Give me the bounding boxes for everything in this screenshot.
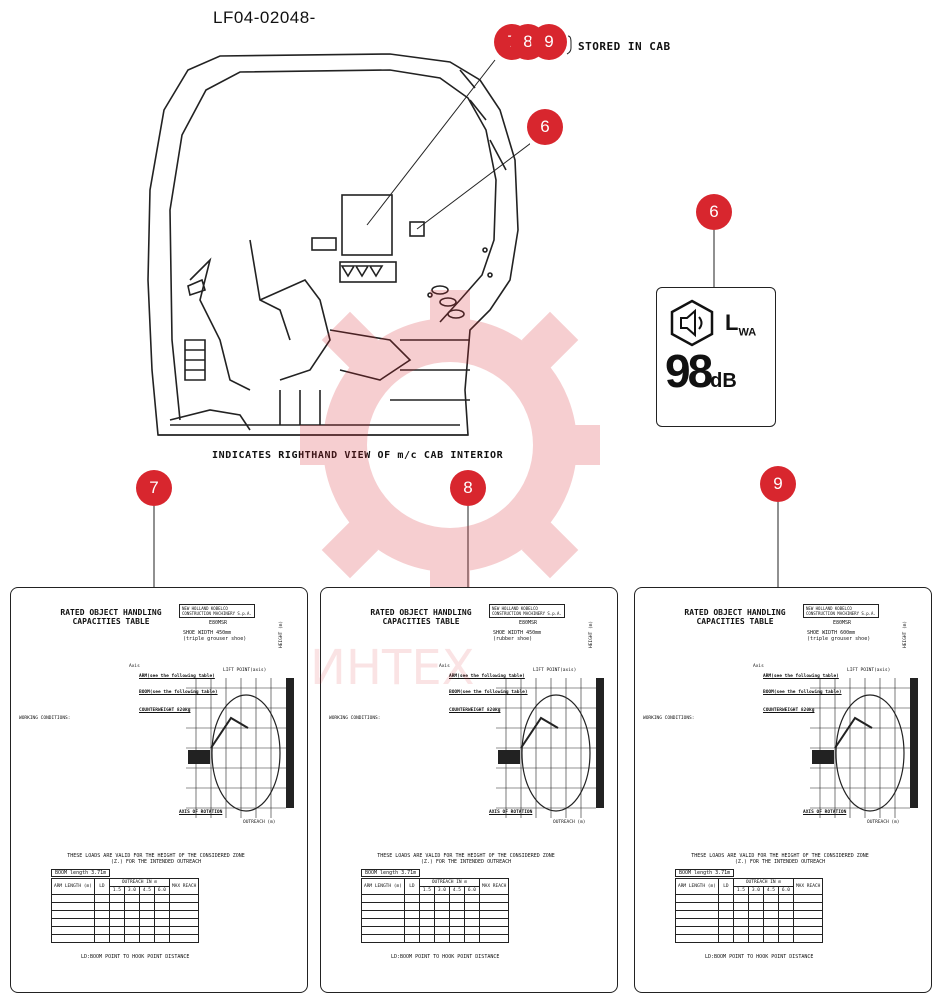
axis-of-rotation: AXIS OF ROTATION (489, 810, 533, 815)
shoe-width: SHOE WIDTH 450mm(triple grouser shoe) (183, 630, 247, 642)
model-code: E80MSR (209, 620, 228, 626)
watermark-text: ИНТЕХ (310, 640, 475, 696)
shoe-width: SHOE WIDTH 600mm(triple grouser shoe) (807, 630, 871, 642)
axis-label: Axis (129, 664, 140, 669)
lift-range-chart (496, 678, 604, 818)
callout-7: 7 (136, 470, 172, 506)
manufacturer-box: NEW HOLLAND KOBELCO CONSTRUCTION MACHINE… (179, 604, 255, 618)
lift-point-label: LIFT POINT(axis) (533, 668, 577, 673)
height-axis-label: HEIGHT (m) (589, 620, 594, 648)
boom-length: BOOM length 3.71m (51, 869, 111, 877)
axis-label: Axis (439, 664, 450, 669)
boom-label: BOOM(see the following table) (763, 690, 842, 695)
callout-6-decal: 6 (696, 194, 732, 230)
speaker-icon (670, 299, 714, 347)
arm-label: ARM(see the following table) (763, 674, 839, 679)
outreach-axis-label: OUTREACH (m) (553, 820, 586, 825)
ld-note: LD:BOOM POINT TO HOOK POINT DISTANCE (705, 954, 814, 960)
cab-caption: INDICATES RIGHTHAND VIEW OF m/c CAB INTE… (212, 450, 504, 461)
callout-8: 8 (450, 470, 486, 506)
model-code: E80MSR (519, 620, 538, 626)
height-axis-label: HEIGHT (m) (903, 620, 908, 648)
watermark (300, 290, 600, 600)
ld-note: LD:BOOM POINT TO HOOK POINT DISTANCE (391, 954, 500, 960)
drawing-code: LF04-02048- (213, 8, 316, 27)
boom-label: BOOM(see the following table) (449, 690, 528, 695)
boom-label: BOOM(see the following table) (139, 690, 218, 695)
callout-9: 9 (760, 466, 796, 502)
lwa-label: LWA (725, 310, 757, 339)
axis-label: Axis (753, 664, 764, 669)
lift-point-label: LIFT POINT(axis) (223, 668, 267, 673)
model-code: E80MSR (833, 620, 852, 626)
outreach-axis-label: OUTREACH (m) (243, 820, 276, 825)
axis-of-rotation: AXIS OF ROTATION (803, 810, 847, 815)
noise-level-decal: LWA 98dB (656, 287, 776, 427)
callout-9-top: 9 (531, 24, 567, 60)
lift-range-chart (810, 678, 918, 818)
working-conditions: WORKING CONDITIONS: (329, 716, 381, 721)
axis-of-rotation: AXIS OF ROTATION (179, 810, 223, 815)
counterweight-label: COUNTERWEIGHT 820kg (449, 708, 501, 713)
cab-interior-drawing (147, 53, 530, 436)
loads-note: THESE LOADS ARE VALID FOR THE HEIGHT OF … (67, 853, 245, 865)
counterweight-label: COUNTERWEIGHT 820kg (139, 708, 191, 713)
manufacturer-box: NEW HOLLAND KOBELCO CONSTRUCTION MACHINE… (489, 604, 565, 618)
arm-label: ARM(see the following table) (449, 674, 525, 679)
working-conditions: WORKING CONDITIONS: (643, 716, 695, 721)
lift-point-label: LIFT POINT(axis) (847, 668, 891, 673)
callout-6-cab: 6 (527, 109, 563, 145)
working-conditions: WORKING CONDITIONS: (19, 716, 71, 721)
manufacturer-box: NEW HOLLAND KOBELCO CONSTRUCTION MACHINE… (803, 604, 879, 618)
stored-in-cab-label: STORED IN CAB (578, 40, 671, 53)
loads-note: THESE LOADS ARE VALID FOR THE HEIGHT OF … (377, 853, 555, 865)
arm-label: ARM(see the following table) (139, 674, 215, 679)
ld-note: LD:BOOM POINT TO HOOK POINT DISTANCE (81, 954, 190, 960)
counterweight-label: COUNTERWEIGHT 820kg (763, 708, 815, 713)
loads-note: THESE LOADS ARE VALID FOR THE HEIGHT OF … (691, 853, 869, 865)
noise-value: 98dB (665, 345, 737, 397)
shoe-width: SHOE WIDTH 450mm(rubber shoe) (493, 630, 542, 642)
boom-length: BOOM length 3.71m (361, 869, 421, 877)
lift-range-chart (186, 678, 294, 818)
height-axis-label: HEIGHT (m) (279, 620, 284, 648)
outreach-axis-label: OUTREACH (m) (867, 820, 900, 825)
boom-length: BOOM length 3.71m (675, 869, 735, 877)
